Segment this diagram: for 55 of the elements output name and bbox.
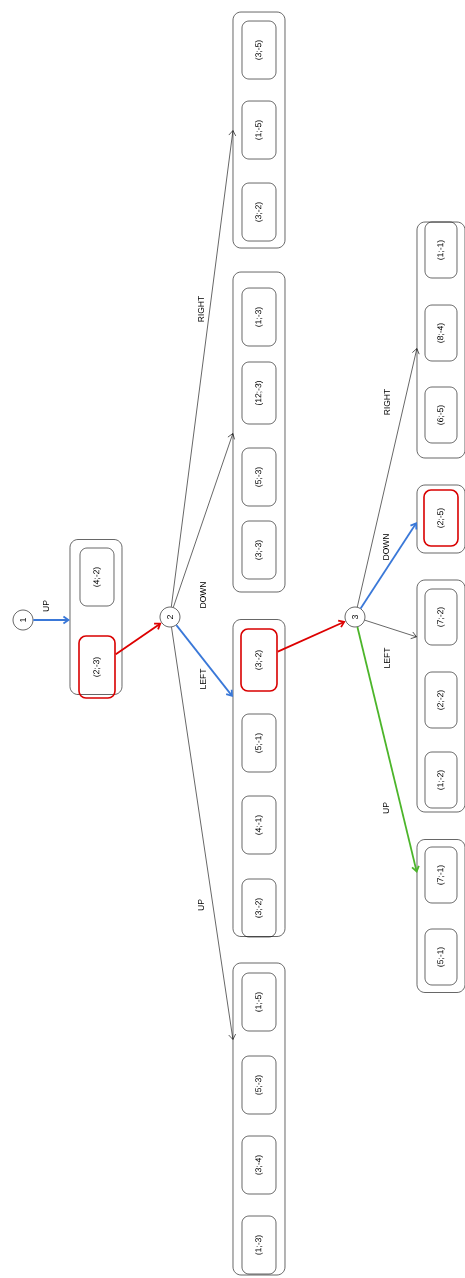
edge-label: UP — [43, 600, 49, 612]
edge-label: LEFT — [384, 647, 390, 668]
state-box: (7;-2) — [424, 588, 458, 646]
edge-label: UP — [383, 802, 389, 814]
state-box: (5;-3) — [241, 447, 277, 507]
state-box: (2;-2) — [424, 671, 458, 729]
arrow — [357, 348, 420, 608]
state-box: (4;-1) — [241, 795, 277, 855]
state-box: (3;-2) — [241, 878, 277, 938]
state-box: (3;-2) — [241, 182, 277, 242]
edge-label: UP — [198, 899, 204, 911]
state-box: (5;-1) — [241, 713, 277, 773]
state-box: (6;-5) — [424, 386, 458, 444]
state-box: (5;-3) — [241, 1055, 277, 1115]
state-box: (1;-1) — [424, 221, 458, 279]
group-box — [232, 962, 286, 1276]
state-box: (8;-4) — [424, 304, 458, 362]
edge-label: DOWN — [383, 534, 389, 560]
group-box — [69, 539, 123, 695]
group-box — [232, 619, 286, 937]
state-box: (4;-2) — [79, 547, 115, 607]
arrow — [359, 522, 418, 610]
state-box: (3;-4) — [241, 1135, 277, 1195]
arrow — [173, 433, 235, 608]
state-box: (1;-3) — [241, 287, 277, 347]
arrow — [175, 624, 233, 697]
state-box: (3;-5) — [241, 20, 277, 80]
edge-label: RIGHT — [384, 389, 390, 415]
state-box: (3;-3) — [241, 520, 277, 580]
state-box: (1;-2) — [424, 751, 458, 809]
state-box: (12;-3) — [241, 361, 277, 425]
group-box — [232, 11, 286, 249]
arrow — [114, 622, 162, 656]
arrow — [364, 619, 417, 639]
group-box — [416, 579, 465, 813]
state-box: (2;-3) — [78, 635, 116, 699]
state-box: (3;-2) — [240, 628, 278, 692]
state-box: (1;-5) — [241, 972, 277, 1032]
edge-label: RIGHT — [198, 296, 204, 322]
group-box — [416, 484, 465, 554]
state-box: (2;-5) — [423, 489, 459, 547]
arrow — [171, 130, 237, 608]
arrow — [171, 626, 236, 1040]
group-box — [416, 221, 465, 459]
group-box — [232, 271, 286, 593]
state-box: (1;-3) — [241, 1215, 277, 1275]
edge-label: LEFT — [200, 668, 206, 689]
state-box: (5;-1) — [424, 928, 458, 986]
arrow — [32, 615, 70, 625]
arrow — [276, 619, 346, 653]
arrow — [356, 626, 420, 873]
group-box — [416, 839, 465, 993]
state-box: (1;-5) — [241, 100, 277, 160]
edge-label: DOWN — [200, 582, 206, 608]
state-box: (7;-1) — [424, 846, 458, 904]
